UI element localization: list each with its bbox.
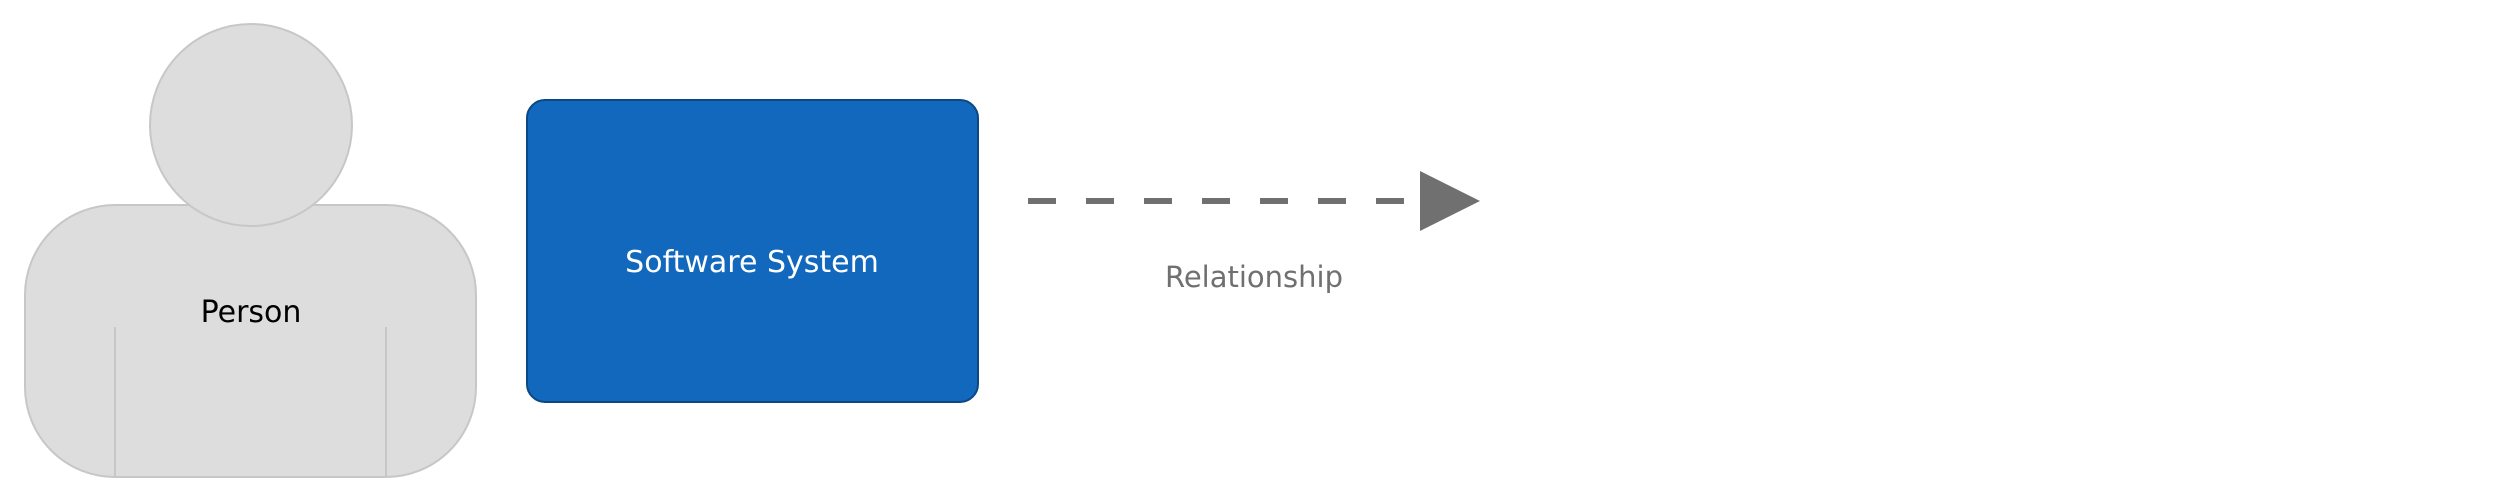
software-system-label: Software System xyxy=(625,245,879,280)
relationship-element[interactable]: Relationship xyxy=(1028,171,1480,294)
person-element[interactable]: Person xyxy=(24,23,477,478)
person-label: Person xyxy=(201,295,302,330)
person-head xyxy=(149,23,353,227)
relationship-arrowhead-icon xyxy=(1420,171,1480,231)
person-body xyxy=(24,204,477,478)
relationship-label: Relationship xyxy=(1165,260,1343,294)
software-system-box xyxy=(526,99,979,403)
software-system-element[interactable]: Software System xyxy=(526,99,979,403)
